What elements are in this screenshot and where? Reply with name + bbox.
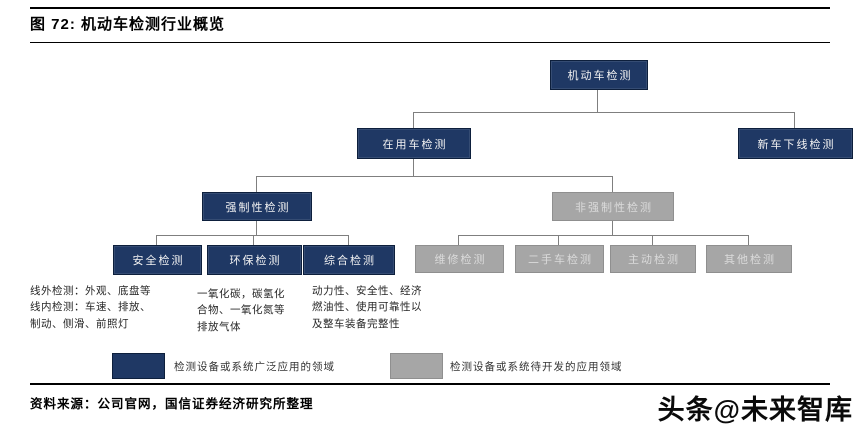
connector	[256, 176, 257, 193]
legend-applied-label: 检测设备或系统广泛应用的领域	[174, 361, 335, 373]
note-comprehensive-items: 动力性、安全性、经济燃油性、使用可靠性以及整车装备完整性	[312, 285, 422, 330]
connector	[558, 235, 559, 245]
connector	[348, 235, 349, 245]
node-non-mandatory-inspection: 非强制性检测	[552, 192, 674, 221]
connector	[612, 219, 613, 235]
connector	[458, 235, 749, 236]
node-environmental-inspection: 环保检测	[207, 245, 302, 275]
node-active-inspection: 主动检测	[610, 245, 696, 273]
node-mandatory-inspection: 强制性检测	[202, 192, 312, 221]
node-comprehensive-inspection: 综合检测	[303, 245, 395, 275]
legend-to-develop-swatch	[390, 353, 443, 379]
legend-applied-swatch	[112, 353, 165, 379]
connector	[458, 235, 459, 245]
connector	[794, 112, 795, 129]
note-safety-items: 线外检测：外观、底盘等 线内检测：车速、排放、制动、侧滑、前照灯	[30, 285, 151, 330]
title-divider-rule	[30, 42, 830, 43]
connector	[156, 235, 349, 236]
connector	[156, 235, 157, 245]
bottom-rule	[30, 383, 830, 385]
connector	[413, 112, 795, 113]
connector	[652, 235, 653, 245]
node-new-vehicle-offline-inspection: 新车下线检测	[738, 128, 853, 159]
connector	[612, 176, 613, 193]
legend-to-develop-label: 检测设备或系统待开发的应用领域	[450, 361, 623, 373]
connector	[256, 176, 613, 177]
connector	[748, 235, 749, 245]
node-used-car-inspection: 二手车检测	[515, 245, 604, 273]
source-note: 资料来源：公司官网，国信证券经济研究所整理	[30, 397, 314, 411]
node-other-inspection: 其他检测	[706, 245, 792, 273]
node-motor-vehicle-inspection: 机动车检测	[550, 60, 648, 90]
node-safety-inspection: 安全检测	[113, 245, 202, 275]
top-rule	[30, 7, 830, 9]
connector	[253, 235, 254, 245]
connector	[256, 219, 257, 235]
node-in-use-vehicle-inspection: 在用车检测	[357, 128, 471, 159]
connector	[413, 157, 414, 176]
node-maintenance-inspection: 维修检测	[415, 245, 504, 273]
note-emission-items: 一氧化碳，碳氢化合物、一氧化氮等排放气体	[197, 288, 285, 333]
connector	[413, 112, 414, 129]
connector	[597, 88, 598, 112]
figure-title: 图 72: 机动车检测行业概览	[30, 16, 226, 33]
watermark-toutiao: 头条@未来智库	[657, 395, 853, 425]
